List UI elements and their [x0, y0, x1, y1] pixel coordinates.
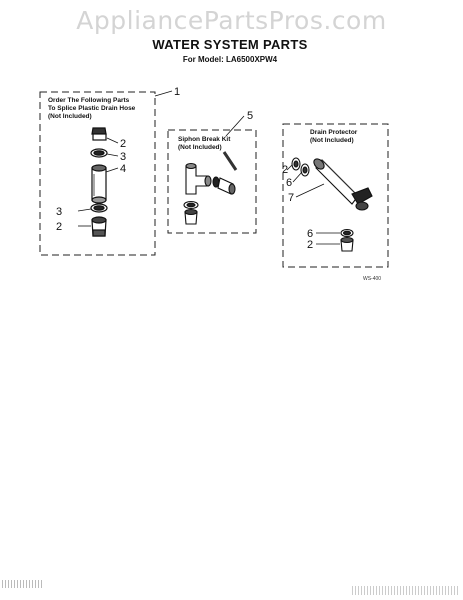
callout-2-lower: 2: [56, 221, 62, 233]
callout-7: 7: [288, 192, 294, 204]
drain-protector-label: Drain Protector (Not Included): [310, 129, 358, 144]
callout-1: 1: [174, 86, 180, 98]
top-adapter: [91, 127, 107, 135]
splice-parts-box: [39, 91, 156, 256]
callout-2: 2: [120, 138, 126, 150]
siphon-break-kit-box: [167, 129, 257, 234]
footer-mark-right: [352, 586, 460, 595]
siphon-break-kit-label: Siphon Break Kit (Not Included): [178, 136, 231, 151]
callout-5: 5: [247, 110, 253, 122]
splice-parts-label: Order The Following Parts To Splice Plas…: [48, 97, 136, 120]
siphon-rod: [222, 151, 238, 171]
callout-4: 4: [120, 163, 126, 175]
drawing-code: WS-400: [363, 276, 382, 282]
splice-parts: [90, 127, 108, 237]
page-title: WATER SYSTEM PARTS: [152, 37, 308, 52]
callout-3-lower: 3: [56, 206, 62, 218]
callout-2-drain-lower: 2: [307, 239, 313, 251]
callout-6-drain: 6: [286, 177, 292, 189]
drain-protector-box: [282, 123, 389, 268]
callout-2-drain: 2: [282, 164, 288, 176]
callout-3: 3: [120, 151, 126, 163]
callout-6-lower: 6: [307, 228, 313, 240]
siphon-kit-parts: [183, 151, 238, 225]
drain-protector-parts: [291, 157, 373, 252]
model-number: For Model: LA6500XPW4: [182, 55, 278, 64]
watermark: AppliancePartsPros.com: [76, 6, 387, 35]
footer-mark-left: [2, 580, 42, 588]
